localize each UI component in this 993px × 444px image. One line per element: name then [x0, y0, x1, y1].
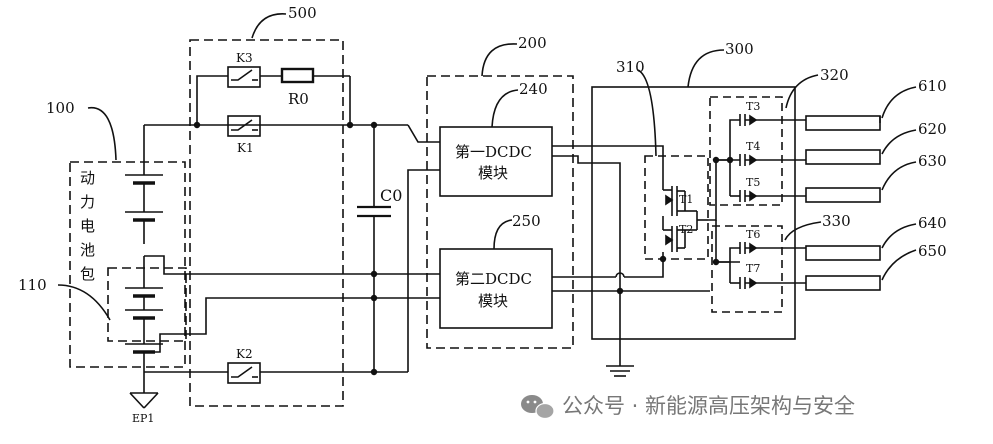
load-650-box [805, 275, 881, 291]
switch-k2 [227, 362, 261, 384]
leader-310 [637, 69, 657, 157]
module-100-battery-boundary [69, 161, 186, 368]
leader-630 [881, 161, 917, 191]
ref-240: 240 [519, 80, 548, 98]
dcdc2-label-line1: 第二DCDC [455, 270, 532, 288]
battery-pack-label: 动 力 电 池 包 [80, 169, 95, 283]
label-k3: K3 [236, 51, 253, 65]
transistors-t3-t5 [716, 114, 806, 202]
module-500-boundary [189, 39, 344, 407]
load-620-box [805, 149, 881, 165]
label-t2: T2 [679, 223, 693, 236]
label-t5: T5 [746, 176, 760, 189]
module-320-boundary [709, 96, 783, 206]
leader-320 [785, 74, 819, 109]
battery-label-char: 力 [80, 193, 95, 211]
ref-500: 500 [288, 4, 317, 22]
leader-240 [491, 89, 519, 128]
watermark: 公众号 · 新能源高压架构与安全 [521, 394, 855, 420]
ref-330: 330 [822, 212, 851, 230]
module-310-boundary [644, 155, 709, 260]
ref-640: 640 [918, 214, 947, 232]
ground-ep1-symbol [129, 392, 159, 409]
leader-100 [87, 107, 117, 161]
label-t6: T6 [746, 228, 760, 241]
leader-500 [251, 13, 287, 39]
leader-110 [57, 284, 111, 321]
ref-250: 250 [512, 212, 541, 230]
leader-620 [881, 129, 917, 155]
ref-630: 630 [918, 152, 947, 170]
label-k1: K1 [237, 141, 254, 155]
ref-110: 110 [18, 276, 47, 294]
transistors-t1-t2 [662, 156, 708, 259]
label-c0: C0 [380, 186, 402, 205]
leader-640 [881, 223, 917, 249]
load-630-box [805, 187, 881, 203]
wechat-icon [521, 395, 555, 420]
battery-label-char: 池 [80, 241, 95, 259]
leader-200 [481, 43, 518, 77]
system-ground [606, 363, 634, 377]
label-k2: K2 [236, 347, 253, 361]
switch-k3 [227, 66, 261, 88]
dcdc2-label-line2: 模块 [478, 292, 508, 310]
dcdc-module-1-box [439, 126, 553, 197]
resistor-r0 [280, 67, 315, 84]
leader-610 [881, 86, 917, 119]
ref-100: 100 [46, 99, 75, 117]
switch-k1 [227, 115, 261, 137]
label-t7: T7 [746, 262, 760, 275]
dcdc1-label-line1: 第一DCDC [455, 143, 532, 161]
battery-label-char: 动 [80, 169, 95, 187]
load-610-box [805, 115, 881, 131]
ref-650: 650 [918, 242, 947, 260]
module-110-boundary [107, 267, 187, 342]
label-t3: T3 [746, 100, 760, 113]
module-300-box [591, 86, 796, 340]
ref-300: 300 [725, 40, 754, 58]
label-t1: T1 [679, 193, 693, 206]
load-640-box [805, 245, 881, 261]
ref-610: 610 [918, 77, 947, 95]
battery-label-char: 电 [80, 217, 95, 235]
leader-650 [881, 249, 917, 281]
dcdc-module-2-box [439, 248, 553, 329]
ref-310: 310 [616, 58, 645, 76]
ref-320: 320 [820, 66, 849, 84]
label-ep1: EP1 [132, 412, 154, 425]
watermark-text: 公众号 · 新能源高压架构与安全 [562, 394, 855, 418]
dcdc1-label-line2: 模块 [478, 164, 508, 182]
transistors-t6-t7 [716, 242, 806, 289]
battery-label-char: 包 [80, 265, 95, 283]
label-r0: R0 [288, 90, 309, 108]
ref-200: 200 [518, 34, 547, 52]
label-t4: T4 [746, 140, 760, 153]
leader-250 [493, 219, 513, 250]
ref-620: 620 [918, 120, 947, 138]
leader-300 [687, 49, 725, 88]
junction-dots [193, 121, 734, 376]
module-200-boundary [426, 75, 574, 349]
leader-330 [784, 221, 822, 241]
